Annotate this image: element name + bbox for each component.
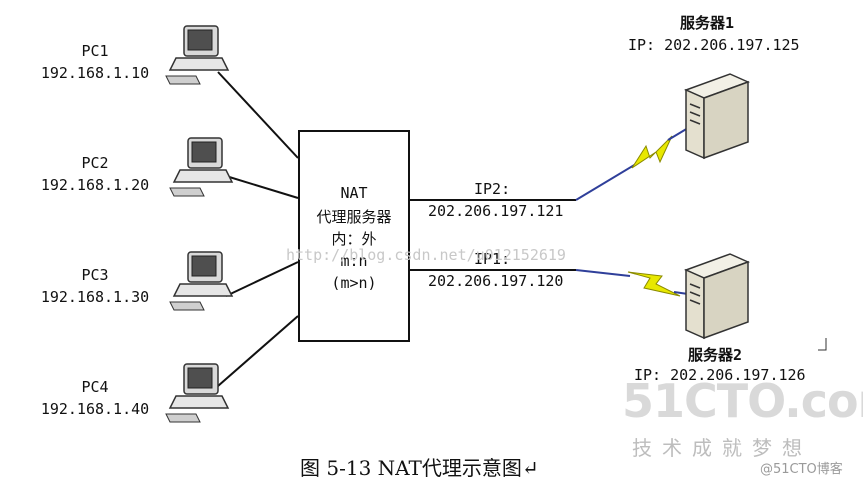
server2-ip: IP: 202.206.197.126 bbox=[634, 366, 806, 384]
nat-title: NAT bbox=[340, 184, 368, 202]
pc2-ip: 192.168.1.20 bbox=[40, 176, 150, 194]
pc4-link bbox=[217, 315, 299, 387]
nat-subtitle: 代理服务器 bbox=[316, 208, 392, 226]
server1-ip: IP: 202.206.197.125 bbox=[628, 36, 800, 54]
server2-name: 服务器2 bbox=[688, 346, 743, 364]
csdn-watermark: http://blog.csdn.net/u012152619 bbox=[286, 246, 566, 264]
return-mark-icon bbox=[818, 338, 827, 351]
nat-inner-outer: 内：外 bbox=[331, 230, 377, 248]
logo-watermark: 51CTO.com bbox=[622, 374, 863, 428]
nat-condition: (m>n) bbox=[331, 274, 377, 292]
server-tower-icon bbox=[683, 73, 751, 160]
pc3-ip: 192.168.1.30 bbox=[40, 288, 150, 306]
pc3-label: PC3 192.168.1.30 bbox=[30, 264, 160, 308]
pc2-label: PC2 192.168.1.20 bbox=[30, 152, 160, 196]
pc1-name: PC1 bbox=[81, 42, 109, 60]
pc2-link bbox=[225, 175, 299, 199]
ip2-blue-segment bbox=[575, 163, 637, 201]
nat-proxy-server-box: NAT 代理服务器 内：外 m:n (m>n) bbox=[298, 130, 410, 342]
pc4-label: PC4 192.168.1.40 bbox=[30, 376, 160, 420]
blog-watermark: @51CTO博客 bbox=[760, 462, 843, 477]
desktop-pc-icon bbox=[165, 363, 230, 423]
desktop-pc-icon bbox=[169, 137, 234, 197]
desktop-pc-icon bbox=[165, 25, 230, 85]
pc3-name: PC3 bbox=[81, 266, 109, 284]
pc4-name: PC4 bbox=[81, 378, 109, 396]
ip2-address: 202.206.197.121 bbox=[428, 202, 564, 220]
figure-caption: 图 5-13 NAT代理示意图↵ bbox=[300, 456, 539, 480]
server1-name: 服务器1 bbox=[680, 14, 735, 32]
pc1-ip: 192.168.1.10 bbox=[40, 64, 150, 82]
ip1-label: IP1: bbox=[474, 250, 511, 268]
server-tower-icon bbox=[683, 253, 751, 340]
ip1-blue-segment bbox=[575, 269, 631, 277]
pc1-link bbox=[217, 71, 299, 159]
pc2-name: PC2 bbox=[81, 154, 109, 172]
ip2-label: IP2: bbox=[474, 180, 511, 198]
ip1-address: 202.206.197.120 bbox=[428, 272, 564, 290]
pc1-label: PC1 192.168.1.10 bbox=[30, 40, 160, 84]
pc4-ip: 192.168.1.40 bbox=[40, 400, 150, 418]
pc3-link bbox=[225, 261, 299, 297]
lightning-link-icon bbox=[631, 135, 673, 169]
desktop-pc-icon bbox=[169, 251, 234, 311]
slogan-watermark: 技术成就梦想 bbox=[632, 436, 812, 460]
server1-blue-segment bbox=[667, 127, 689, 141]
lightning-link-icon bbox=[627, 271, 681, 297]
nat-ratio: m:n bbox=[340, 252, 368, 270]
